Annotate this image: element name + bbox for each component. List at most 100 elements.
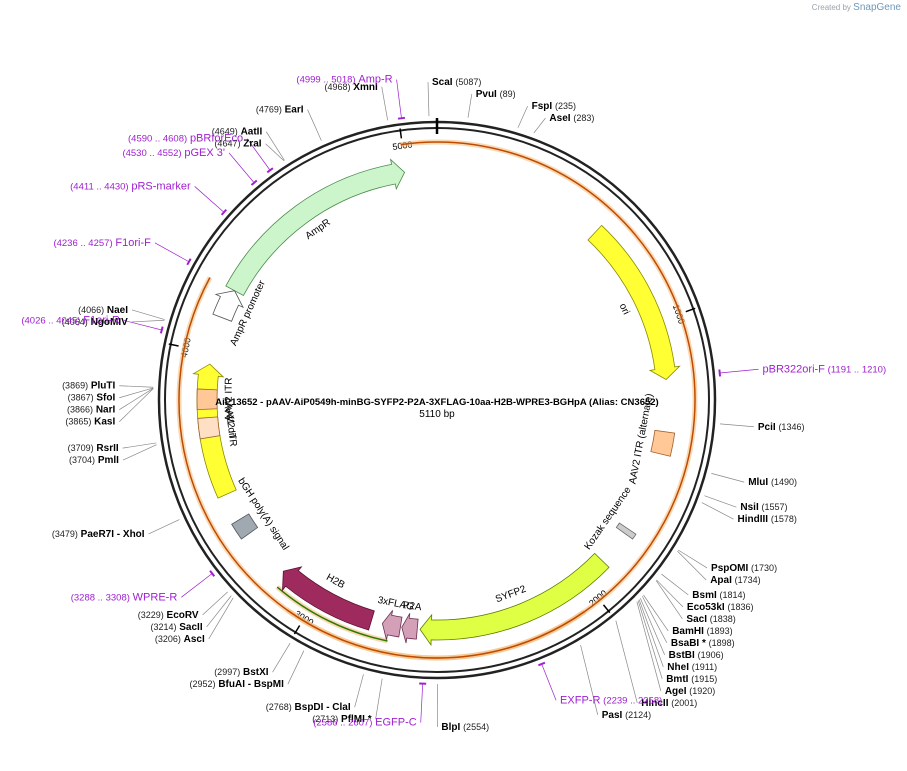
leader-zrai (265, 143, 285, 162)
leader-hindiii (701, 502, 734, 520)
primer-mark-pgex-3 (250, 179, 258, 186)
site-position: (1578) (771, 514, 797, 524)
enzyme-name: PluTI (91, 381, 116, 392)
primer-f1ori-f: (4236 .. 4257) F1ori-F (53, 237, 151, 249)
site-position: (3479) (52, 529, 78, 539)
site-eari: (4769) EarI (256, 105, 304, 116)
primer-leader-exfp-r (541, 663, 557, 701)
site-position: (3709) (68, 443, 94, 453)
enzyme-name: AscI (184, 634, 205, 645)
site-pvui: PvuI (89) (476, 89, 516, 100)
leader-apai (677, 550, 707, 581)
primer-leader-pbr322ori-f (719, 368, 759, 374)
site-position: (235) (555, 101, 576, 111)
leader-pluti (119, 385, 154, 388)
primer-name: pBR322ori-F (763, 363, 826, 375)
feature-label-h2b: H2B (324, 572, 347, 591)
primer-range: (1191 .. 1210) (828, 364, 886, 375)
outer-arcs (176, 139, 698, 661)
primer-leader-f1ori-r (123, 320, 162, 331)
leader-ecorv (202, 591, 228, 616)
primer-leader-egfp-c (420, 683, 424, 723)
primer-exfp-r: EXFP-R (2239 .. 2258) (560, 694, 662, 706)
site-position: (3214) (150, 622, 176, 632)
credit-prefix: Created by (811, 3, 851, 12)
primer-name: F1ori-R (83, 314, 120, 326)
primer-name: EGFP-C (375, 717, 417, 729)
feature-aav2-itr-alternate (650, 429, 676, 457)
leader-xmni (381, 86, 389, 121)
leader-bstbi (640, 598, 665, 656)
primer-leader-pgex-3 (228, 152, 255, 183)
enzyme-name: AgeI (665, 686, 687, 697)
leader-rsrii (122, 442, 157, 449)
enzyme-name: EcoRV (167, 610, 199, 621)
primer-name: pGEX 3' (184, 147, 225, 159)
plasmid-title: AiP13652 - pAAV-AiP0549h-minBG-SYFP2-P2A… (215, 397, 658, 408)
site-ngomiv: (4064) NgoMIV (62, 317, 128, 328)
feature-label-p2a: P2A (402, 600, 422, 613)
tick-4000 (168, 343, 179, 347)
site-position: (4647) (214, 139, 240, 149)
enzyme-name: BspDI - ClaI (295, 702, 351, 713)
site-bfuai-bspmi: (2952) BfuAI - BspMI (190, 679, 285, 690)
feature-label-kozak-sequence: Kozak sequence (583, 485, 634, 552)
arc-syfp2-outer (286, 609, 585, 659)
feature-label-f1-ori: f1 ori (224, 416, 238, 439)
site-position: (2768) (266, 702, 292, 712)
site-hincii: HincII (2001) (641, 698, 697, 709)
site-kasi: (3865) KasI (65, 417, 115, 428)
leader-pvui (467, 94, 473, 118)
enzyme-name: PflMI * (341, 714, 372, 725)
enzyme-name: PaeR7I - XhoI (81, 529, 145, 540)
site-position: (1898) (709, 638, 735, 648)
enzyme-name: BlpI (441, 722, 460, 733)
leader-pcii (719, 423, 754, 428)
primer-name: EXFP-R (560, 694, 600, 706)
enzyme-name: PasI (602, 710, 623, 721)
site-pcii: PciI (1346) (758, 422, 805, 433)
enzyme-name: Eco53kI (687, 602, 725, 613)
primer-range: (2239 .. 2258) (603, 695, 662, 706)
site-bsmi: BsmI (1814) (692, 590, 745, 601)
site-zrai: (4647) ZraI (214, 139, 261, 150)
enzyme-name: ApaI (710, 575, 732, 586)
primer-mark-wpre-r (209, 570, 216, 577)
primer-pbrforeco: (4590 .. 4608) pBRforEco (128, 133, 243, 145)
site-nhei: NheI (1911) (667, 662, 717, 673)
feature-aav2-itr (196, 388, 218, 411)
leader-bfuai-bspmi (287, 650, 305, 685)
label-leader-lines (119, 79, 759, 727)
site-position: (4769) (256, 105, 282, 115)
site-position: (2001) (671, 698, 697, 708)
primer-range: (4530 .. 4552) (122, 148, 181, 159)
tick-2000 (602, 604, 611, 614)
site-position: (3866) (67, 405, 93, 415)
site-nsii: NsiI (1557) (740, 502, 787, 513)
site-position: (5087) (455, 77, 481, 87)
feature-ampr-promoter (212, 290, 244, 322)
site-position: (4649) (212, 127, 238, 137)
primer-mark-pbrforeco (266, 167, 274, 174)
snapgene-logo: SnapGene (853, 2, 901, 13)
leader-eari (307, 109, 322, 141)
primer-leader-f1ori-f (154, 242, 190, 263)
leader-kasi (119, 388, 154, 422)
enzyme-name: PspOMI (711, 563, 748, 574)
primer-pbr322ori-f: pBR322ori-F (1191 .. 1210) (763, 363, 887, 375)
site-bstxi: (2997) BstXI (214, 667, 269, 678)
tick-1000 (685, 307, 696, 313)
site-position: (1838) (710, 614, 736, 624)
leader-mlui (711, 473, 745, 483)
site-position: (2713) (312, 714, 338, 724)
site-pflmi: (2713) PflMI * (312, 714, 371, 725)
site-position: (3865) (65, 417, 91, 427)
site-position: (3704) (69, 455, 95, 465)
leader-nsii (704, 495, 737, 508)
site-bsabi: BsaBI * (1898) (671, 638, 735, 649)
primer-leader-prs-marker (194, 186, 225, 213)
feature-label-aav2-itr: AAV2 ITR (222, 403, 238, 448)
site-position: (2952) (190, 679, 216, 689)
primer-name: WPRE-R (133, 591, 178, 603)
